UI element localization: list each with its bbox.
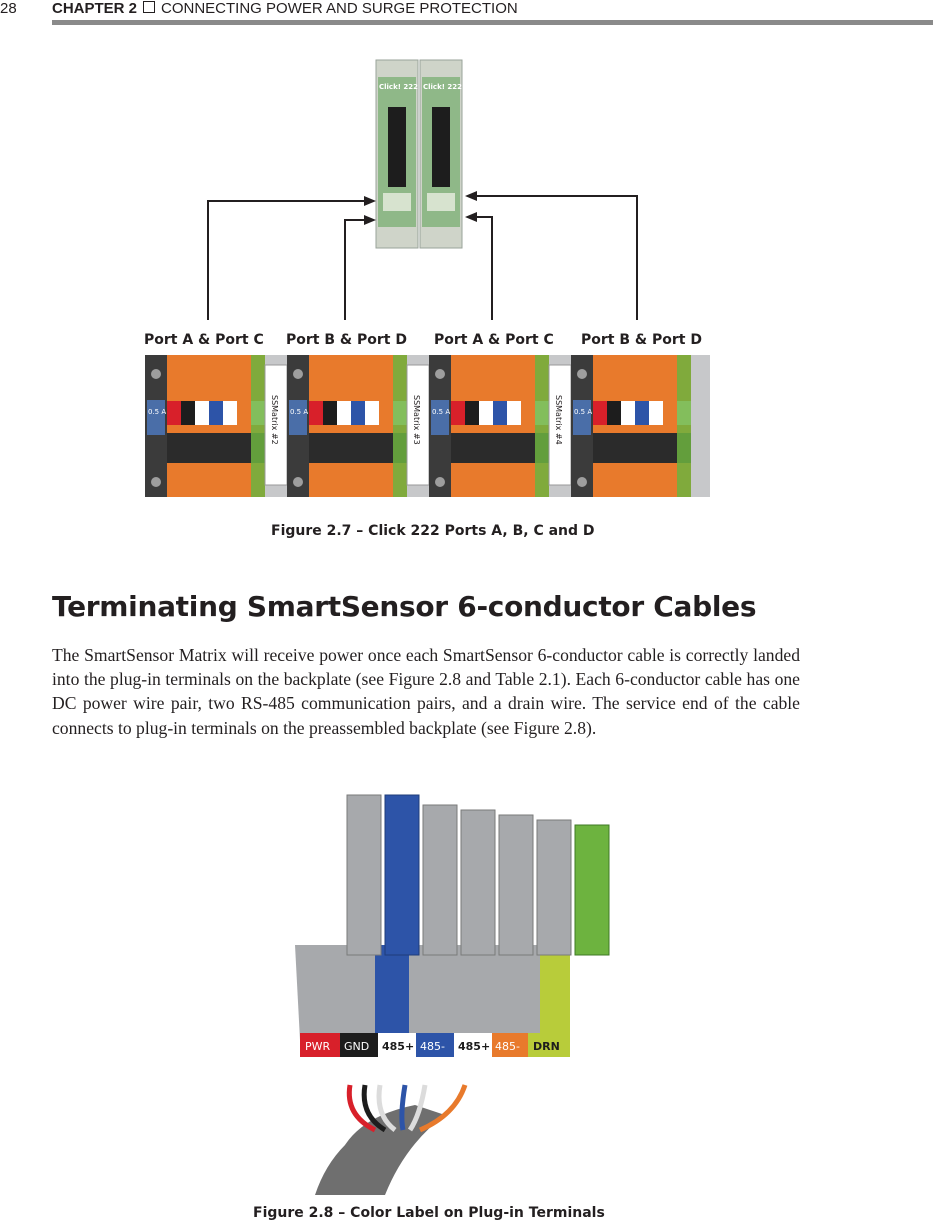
chapter-title: CONNECTING POWER AND SURGE PROTECTION [161, 0, 518, 17]
fuse-label-4: 0.5 A [574, 408, 592, 416]
module-label-1: Click! 222 [379, 83, 418, 91]
plug-in-terminal-photo: PWR GND 485+ 485- 485+ 485- DRN [295, 794, 610, 1195]
port-label-1: Port A & Port C [144, 332, 264, 348]
cable-jacket [315, 1105, 445, 1195]
page-number: 28 [0, 0, 17, 17]
click222-modules: Click! 222 Click! 222 [375, 59, 463, 249]
figure-2-7: Click! 222 Click! 222 0.5 A [140, 55, 710, 515]
fuse-label-1: 0.5 A [148, 408, 166, 416]
figure-2-8: PWR GND 485+ 485- 485+ 485- DRN [255, 785, 615, 1195]
figure-2-7-caption: Figure 2.7 – Click 222 Ports A, B, C and… [271, 523, 595, 539]
terminal-group-2: 0.5 A SSMatrix #3 [287, 355, 430, 497]
arrow-head-icon [364, 215, 376, 225]
cable-wires [346, 1084, 468, 1133]
terminal-label-485m-2: 485- [495, 1040, 520, 1053]
strip-label-3: SSMatrix #4 [554, 395, 563, 445]
section-heading: Terminating SmartSensor 6-conductor Cabl… [52, 590, 757, 623]
figure-2-8-caption: Figure 2.8 – Color Label on Plug-in Term… [253, 1205, 605, 1221]
port-label-4: Port B & Port D [581, 332, 702, 348]
arrow-head-icon [465, 212, 477, 222]
connection-arrows [207, 195, 638, 320]
fuse-label-2: 0.5 A [290, 408, 308, 416]
terminal-label-gnd: GND [344, 1040, 369, 1053]
arrow-head-icon [465, 191, 477, 201]
terminal-label-485m-1: 485- [420, 1040, 445, 1053]
terminal-label-485p-2: 485+ [458, 1040, 490, 1053]
separator-box-icon [143, 1, 156, 13]
strip-label-2: SSMatrix #3 [412, 395, 421, 445]
terminal-group-1: 0.5 A SSMatrix #2 [145, 355, 288, 497]
terminal-group-4: 0.5 A [571, 355, 691, 497]
click222-diagram: Click! 222 Click! 222 0.5 A [145, 59, 710, 497]
port-label-2: Port B & Port D [286, 332, 407, 348]
fuse-label-3: 0.5 A [432, 408, 450, 416]
terminal-label-pwr: PWR [305, 1040, 331, 1053]
strip-label-1: SSMatrix #2 [270, 395, 279, 445]
terminal-group-3: 0.5 A SSMatrix #4 [429, 355, 572, 497]
chapter-heading: CHAPTER 2 CONNECTING POWER AND SURGE PROT… [52, 0, 518, 17]
terminal-labels: PWR GND 485+ 485- 485+ 485- DRN [305, 1040, 560, 1053]
module-label-2: Click! 222 [423, 83, 462, 91]
terminal-block [295, 794, 610, 1065]
terminal-label-drn: DRN [533, 1040, 560, 1053]
arrow-head-icon [364, 196, 376, 206]
port-label-3: Port A & Port C [434, 332, 554, 348]
section-paragraph: The SmartSensor Matrix will receive powe… [52, 645, 800, 738]
terminal-label-485p-1: 485+ [382, 1040, 414, 1053]
chapter-number: CHAPTER 2 [52, 0, 138, 17]
arrow-heads [364, 191, 477, 225]
page-header: 28 CHAPTER 2 CONNECTING POWER AND SURGE P… [0, 0, 933, 25]
header-rule [52, 20, 933, 25]
